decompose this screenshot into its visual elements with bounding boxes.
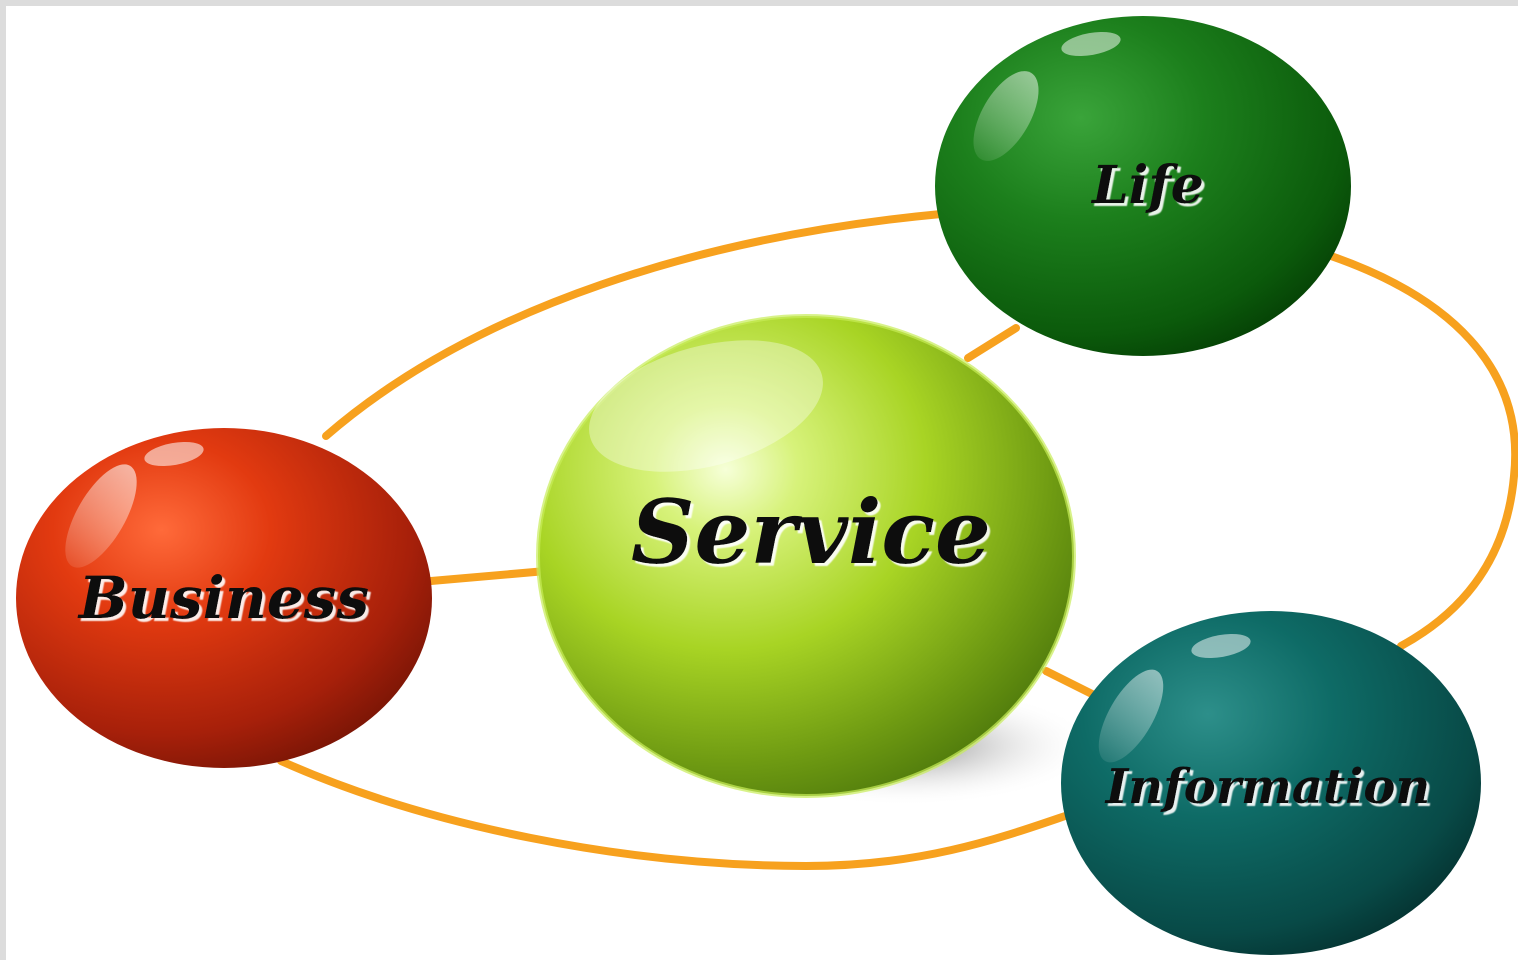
life-sphere (935, 16, 1351, 356)
connector-lines (277, 210, 1518, 871)
connector-business-life (322, 210, 945, 440)
node-life: Life (935, 16, 1351, 356)
information-label: Information (1104, 759, 1431, 815)
connector-service-information (1042, 667, 1100, 700)
information-sphere-highlight (1098, 669, 1164, 763)
node-information: Information (1061, 611, 1481, 955)
information-sphere (1061, 611, 1481, 955)
node-business: Business (16, 428, 432, 768)
life-label: Life (1090, 155, 1204, 216)
life-sphere-glint (1061, 31, 1121, 57)
relationship-diagram: Business Life Information Service (16, 16, 1518, 955)
connector-service-life (964, 324, 1020, 362)
service-sphere-rim (536, 314, 1076, 798)
service-sphere (538, 316, 1074, 796)
node-service: Service (536, 314, 1076, 798)
life-sphere-highlight (973, 71, 1039, 161)
business-sphere-highlight (65, 464, 137, 568)
connector-information-business (277, 757, 1075, 871)
service-sphere-highlight (589, 340, 823, 472)
business-sphere-glint (144, 441, 204, 467)
connector-life-information (1327, 252, 1518, 650)
connector-service-business (427, 567, 550, 585)
information-sphere-glint (1191, 633, 1251, 659)
service-label: Service (631, 480, 991, 584)
business-label: Business (77, 564, 369, 632)
